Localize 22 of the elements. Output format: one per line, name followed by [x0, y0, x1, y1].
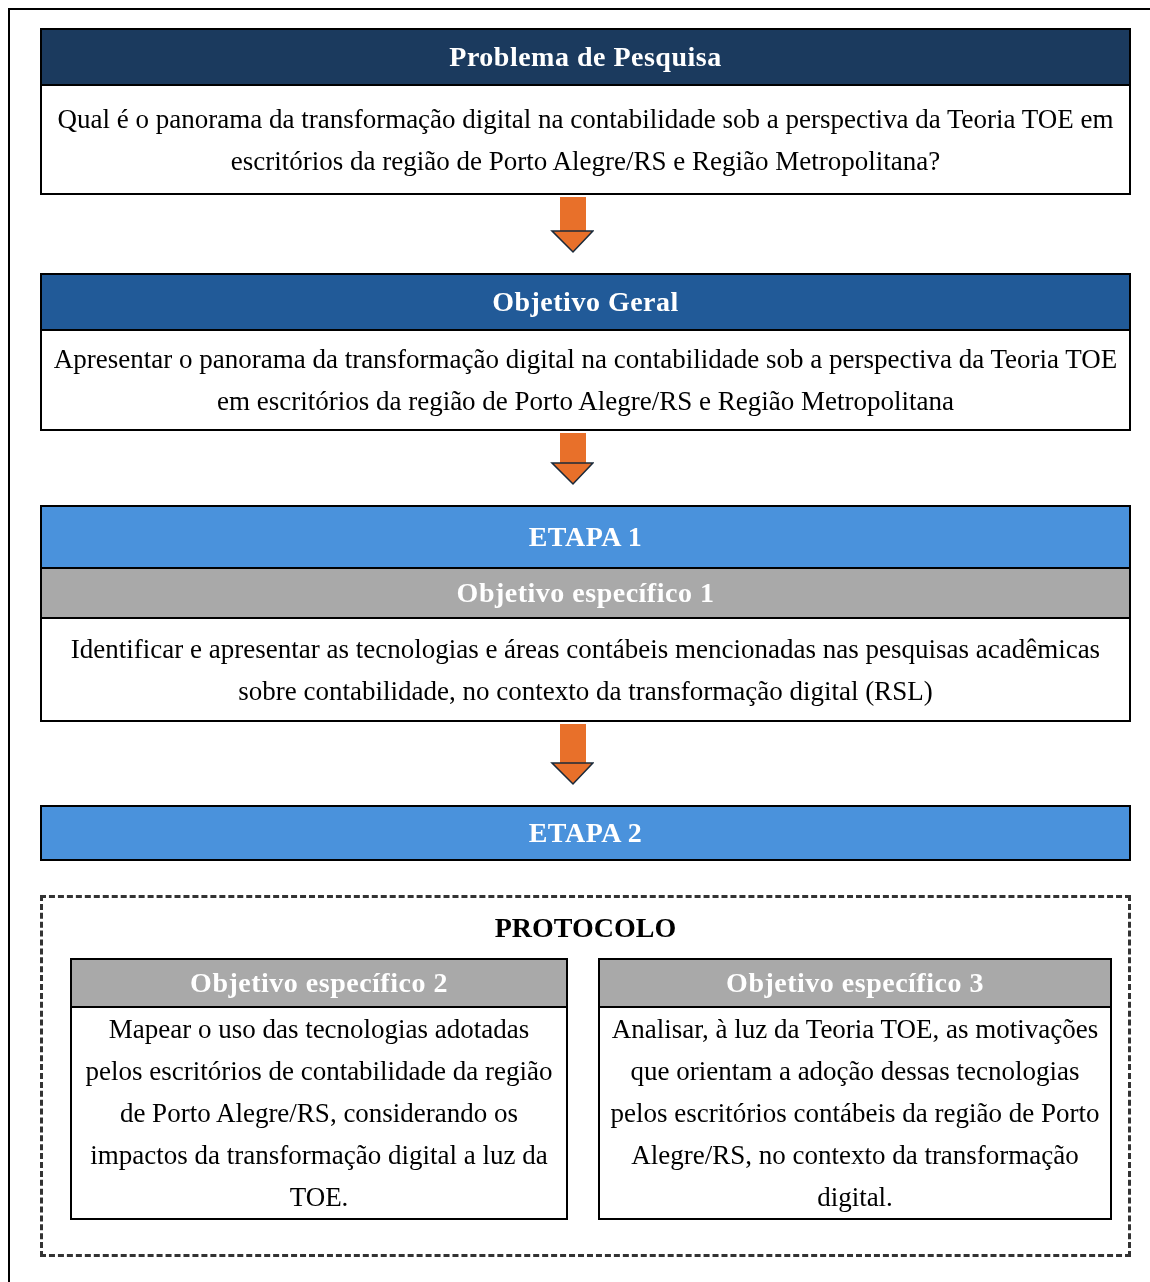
box-heading: Problema de Pesquisa [42, 30, 1129, 86]
process-box [70, 958, 568, 1220]
box-heading: Objetivo Geral [42, 275, 1129, 331]
block-arrow [551, 197, 594, 253]
group-heading: PROTOCOLO [493, 912, 678, 944]
box-heading: Objetivo específico 3 [600, 960, 1110, 1008]
box-text: Mapear o uso das tecnologias adotadas pelos escritórios de contabilidade da região de Porto Alegre/RS, considerando os impactos da transformação digital a luz da TOE. [84, 1013, 554, 1214]
box-text: Analisar, à luz da Teoria TOE, as motivações que orientam a adoção dessas tecnologias pelos escritórios contábeis da região de Porto Alegre/RS, no contexto da transformação digital. [609, 1013, 1101, 1214]
box-heading: Objetivo específico 2 [72, 960, 566, 1008]
process-box [598, 958, 1112, 1220]
box-heading: Objetivo específico 1 [42, 569, 1129, 619]
dashed-group-box [40, 895, 1131, 1257]
box-heading: ETAPA 1 [42, 507, 1129, 569]
box-heading: ETAPA 2 [42, 807, 1129, 859]
block-arrow [551, 724, 594, 785]
box-text: Identificar e apresentar as tecnologias e áreas contábeis mencionadas nas pesquisas acadêmicas sobre contabilidade, no contexto da transformação digital (RSL) [69, 632, 1102, 708]
process-box [40, 28, 1131, 195]
block-arrow [551, 433, 594, 485]
box-text: Apresentar o panorama da transformação digital na contabilidade sob a perspectiva da Teoria TOE em escritórios da região de Porto Alegre/RS e Região Metropolitana [52, 343, 1119, 418]
process-box [40, 505, 1131, 722]
box-text: Qual é o panorama da transformação digital na contabilidade sob a perspectiva da Teoria TOE em escritórios da região de Porto Alegre/RS e Região Metropolitana? [56, 102, 1115, 178]
process-box [40, 273, 1131, 431]
